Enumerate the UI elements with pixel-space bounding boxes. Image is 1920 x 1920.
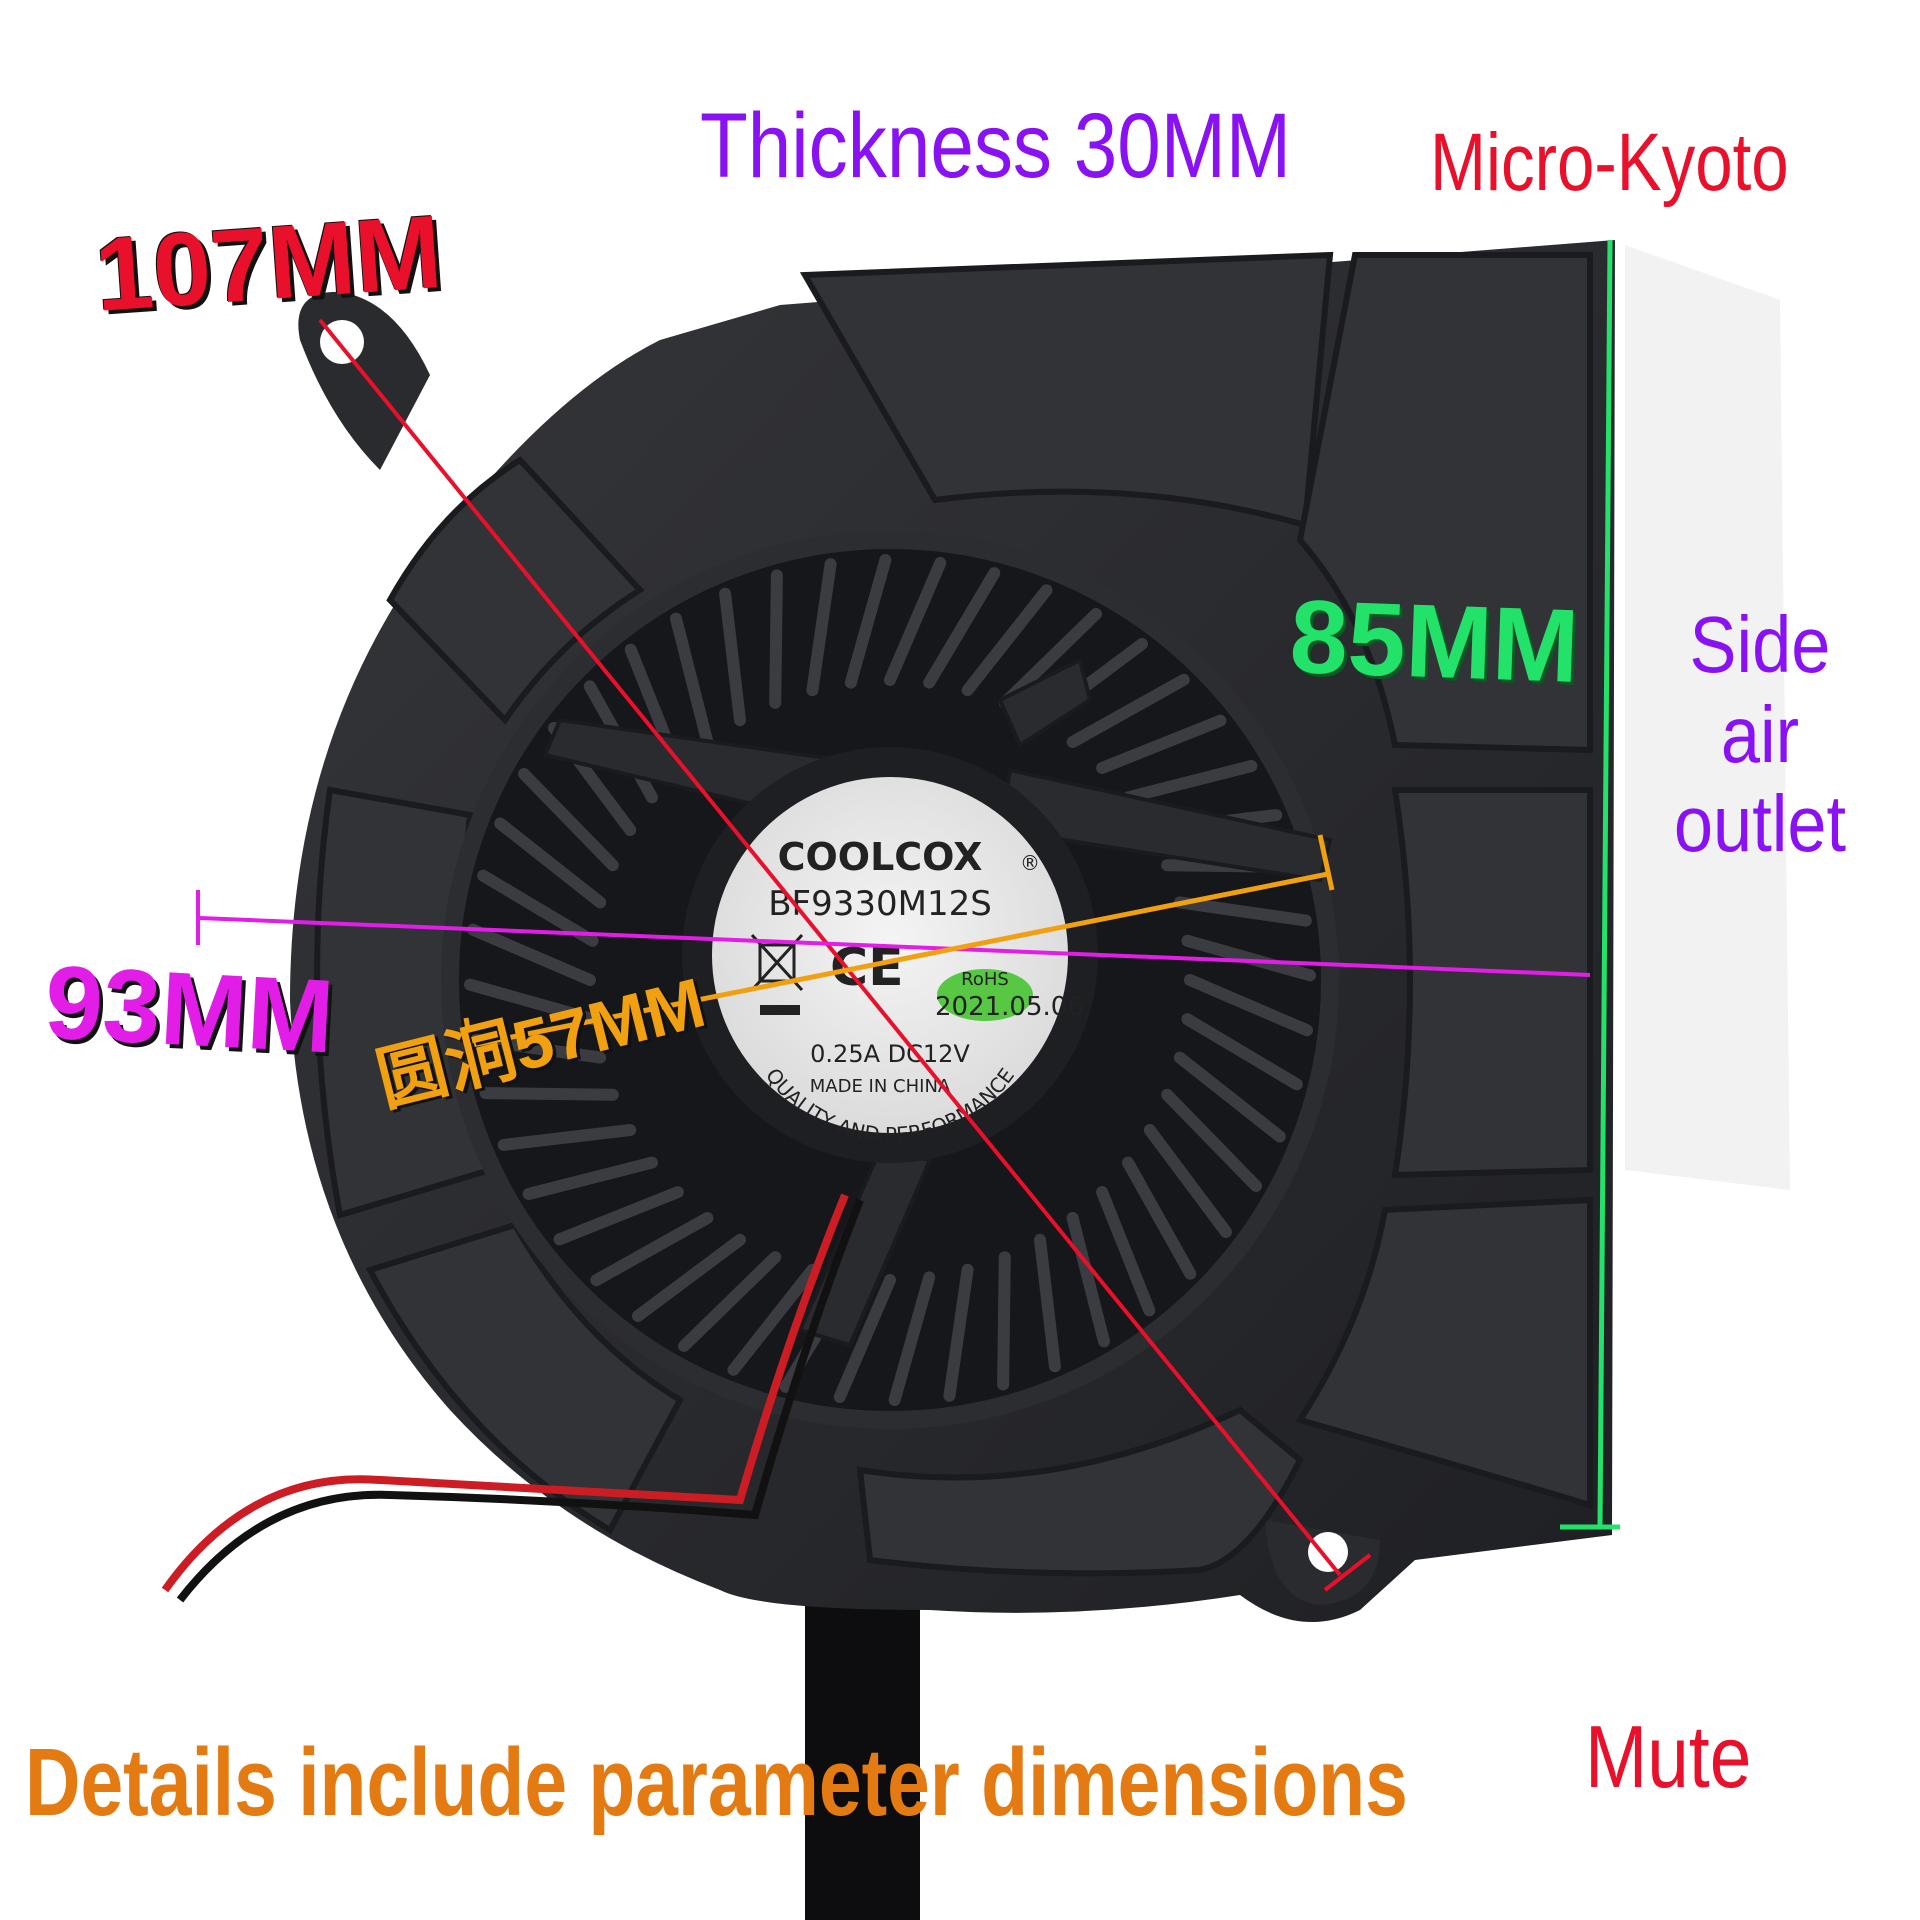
- impeller-blade: [923, 567, 1001, 689]
- hub-spec: 0.25A DC12V: [810, 1040, 970, 1068]
- side-word-3: outlet: [1673, 779, 1847, 869]
- impeller-blade: [477, 869, 599, 947]
- details-caption: Details include parameter dimensions: [25, 1729, 1408, 1836]
- impeller-blade: [1184, 974, 1313, 1037]
- impeller-blade: [479, 1087, 619, 1101]
- housing-panels: [314, 251, 1593, 1577]
- hub-label: [712, 777, 1068, 1133]
- impeller-blade: [670, 612, 714, 748]
- impeller-blade: [884, 557, 947, 686]
- hub-origin: MADE IN CHINA: [810, 1076, 951, 1097]
- impeller-blade: [1173, 896, 1312, 927]
- impeller-blade: [1096, 714, 1227, 774]
- hub-registered: ®: [1020, 851, 1040, 875]
- side-word-1: Side: [1689, 600, 1831, 689]
- wire-red: [161, 1193, 849, 1593]
- impeller-blade: [518, 768, 619, 872]
- line-57-cap-right: [1317, 834, 1335, 891]
- impeller-blade: [632, 1233, 746, 1322]
- hub-brand: COOLCOX: [778, 835, 983, 879]
- impeller-blade: [961, 584, 1053, 697]
- hub-rohs: RoHS: [961, 969, 1009, 990]
- line-93: [199, 916, 1591, 977]
- cable: [805, 1570, 920, 1920]
- impeller-blade: [1122, 1156, 1197, 1280]
- impeller-rim: [441, 531, 1339, 1429]
- hub-model: BF9330M12S: [768, 884, 992, 924]
- line-85: [1597, 239, 1613, 1526]
- impeller-blade: [522, 1156, 658, 1200]
- impeller-blades: [464, 554, 1316, 1406]
- impeller-blade: [497, 1124, 637, 1151]
- impeller-blade: [1181, 1013, 1303, 1091]
- impeller-blade: [997, 1251, 1011, 1391]
- impeller-blade: [1096, 1186, 1156, 1317]
- side-word-2: air: [1720, 689, 1800, 779]
- mute-label: Mute: [1585, 1707, 1752, 1806]
- hub-bar: [760, 1005, 800, 1015]
- impeller-blade: [464, 978, 599, 1026]
- impeller-blade: [719, 587, 746, 727]
- impeller-blade: [590, 1212, 714, 1287]
- impeller-blade: [678, 1251, 782, 1352]
- impeller-blade: [494, 817, 607, 909]
- rohs-badge-icon: [937, 969, 1033, 1021]
- impeller-blade: [727, 1263, 819, 1376]
- impeller-blade: [1173, 1051, 1286, 1143]
- impeller-blade: [1161, 1088, 1262, 1192]
- impeller-blade: [1066, 1212, 1110, 1348]
- wire-black: [176, 1198, 864, 1603]
- line-107-cap: [1323, 1553, 1372, 1592]
- diagonal-dimension: 107MM: [91, 194, 446, 334]
- width-dimension: 93MM: [42, 944, 337, 1076]
- impeller-blade: [769, 569, 783, 709]
- line-57-cap-left: [463, 1017, 479, 1076]
- height-dimension: 85MM: [1288, 578, 1581, 706]
- impeller-blade: [1181, 934, 1316, 982]
- line-107: [318, 318, 1342, 1577]
- impeller-blade: [553, 1186, 684, 1246]
- impeller-blade: [1122, 760, 1258, 804]
- thickness-label: Thickness 30MM: [700, 95, 1292, 197]
- impeller-blade: [833, 1274, 896, 1403]
- impeller-blade: [943, 1263, 974, 1402]
- impeller-blade: [467, 923, 596, 986]
- impeller-blade: [1034, 1233, 1061, 1373]
- impeller-blade: [1066, 673, 1190, 748]
- impeller-blade: [1143, 1124, 1232, 1238]
- hub-date: 2021.05.06: [935, 992, 1084, 1022]
- brand-label: Micro-Kyoto: [1430, 117, 1789, 208]
- line-57: [471, 871, 1329, 1048]
- side-air-outlet-label: Side air outlet: [1654, 600, 1865, 869]
- impeller-blade: [844, 554, 892, 689]
- impeller-blade: [888, 1271, 936, 1406]
- impeller-blade: [806, 558, 837, 697]
- mount-hole-bottom: [1308, 1532, 1348, 1572]
- shadow: [1625, 245, 1790, 1190]
